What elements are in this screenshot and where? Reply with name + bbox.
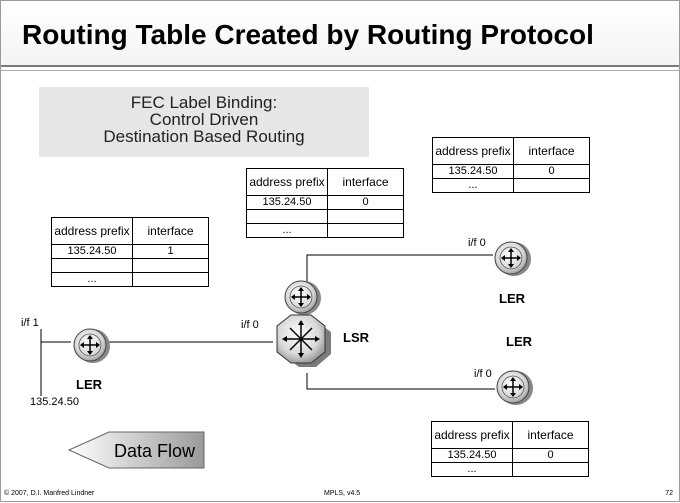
- table-cell: 135.24.50: [431, 448, 513, 463]
- data-flow-arrow: [67, 431, 205, 469]
- ler-left-label: LER: [76, 377, 102, 392]
- table-cell: 135.24.50: [51, 244, 133, 259]
- table-cell: [132, 258, 209, 273]
- table-header-interface: interface: [132, 217, 209, 245]
- table-cell: [512, 462, 589, 477]
- routing-table-ler-bottom: address prefix interface 135.24.50 0 ...: [431, 421, 589, 477]
- interface-label-if1: i/f 1: [21, 317, 39, 329]
- fec-binding-box: FEC Label Binding: Control Driven Destin…: [39, 87, 369, 157]
- table-cell: ...: [432, 178, 514, 193]
- fec-line-3: Destination Based Routing: [103, 127, 305, 146]
- table-cell: ...: [51, 272, 133, 287]
- table-cell: 0: [327, 195, 404, 210]
- table-header-address: address prefix: [51, 217, 133, 245]
- link-lsr-ler-top: [306, 254, 493, 306]
- lsr-top-router-icon: [284, 280, 322, 316]
- table-cell: 0: [512, 448, 589, 463]
- table-header-interface: interface: [327, 168, 404, 196]
- table-cell: [327, 223, 404, 238]
- data-flow-label: Data Flow: [114, 441, 196, 461]
- routing-table-ler-left: address prefix interface 135.24.50 1 ...: [51, 217, 209, 287]
- table-cell: [327, 209, 404, 224]
- fec-line-1: FEC Label Binding:: [130, 93, 278, 112]
- table-header-address: address prefix: [431, 421, 513, 449]
- page-title: Routing Table Created by Routing Protoco…: [22, 19, 594, 50]
- table-header-interface: interface: [513, 137, 590, 165]
- interface-label-lsr-if0: i/f 0: [241, 319, 259, 331]
- ler-bottom-label: LER: [506, 334, 532, 349]
- prefix-label: 135.24.50: [30, 396, 79, 408]
- footer-copyright: © 2007, D.I. Manfred Lindner: [4, 490, 95, 497]
- table-cell: 135.24.50: [246, 195, 328, 210]
- table-cell: [51, 258, 133, 273]
- ler-bottom-router-icon: [496, 370, 534, 406]
- interface-label-bottom-if0: i/f 0: [474, 368, 492, 380]
- table-cell: 135.24.50: [432, 164, 514, 179]
- table-cell: [132, 272, 209, 287]
- table-header-interface: interface: [512, 421, 589, 449]
- title-rule: [1, 65, 679, 67]
- lsr-label: LSR: [343, 330, 369, 345]
- table-cell: [513, 178, 590, 193]
- fec-line-2: Control Driven: [149, 110, 259, 129]
- routing-table-lsr: address prefix interface 135.24.50 0 ...: [246, 168, 404, 238]
- routing-table-ler-top: address prefix interface 135.24.50 0 ...: [432, 137, 590, 193]
- ler-left-router-icon: [73, 328, 111, 364]
- page-number: 72: [665, 490, 673, 497]
- table-header-address: address prefix: [246, 168, 328, 196]
- table-cell: ...: [246, 223, 328, 238]
- ler-top-router-icon: [494, 241, 532, 277]
- title-bar: Routing Table Created by Routing Protoco…: [1, 1, 679, 65]
- ler-top-label: LER: [499, 291, 525, 306]
- table-cell: [246, 209, 328, 224]
- link-lsr-ler-bottom: [306, 373, 495, 390]
- table-cell: 1: [132, 244, 209, 259]
- footer-title: MPLS, v4.5: [324, 490, 361, 497]
- table-cell: 0: [513, 164, 590, 179]
- title-rule-thin: [1, 70, 679, 71]
- interface-label-top-if0: i/f 0: [468, 237, 486, 249]
- table-cell: ...: [431, 462, 513, 477]
- lsr-switch-icon: [276, 314, 331, 367]
- table-header-address: address prefix: [432, 137, 514, 165]
